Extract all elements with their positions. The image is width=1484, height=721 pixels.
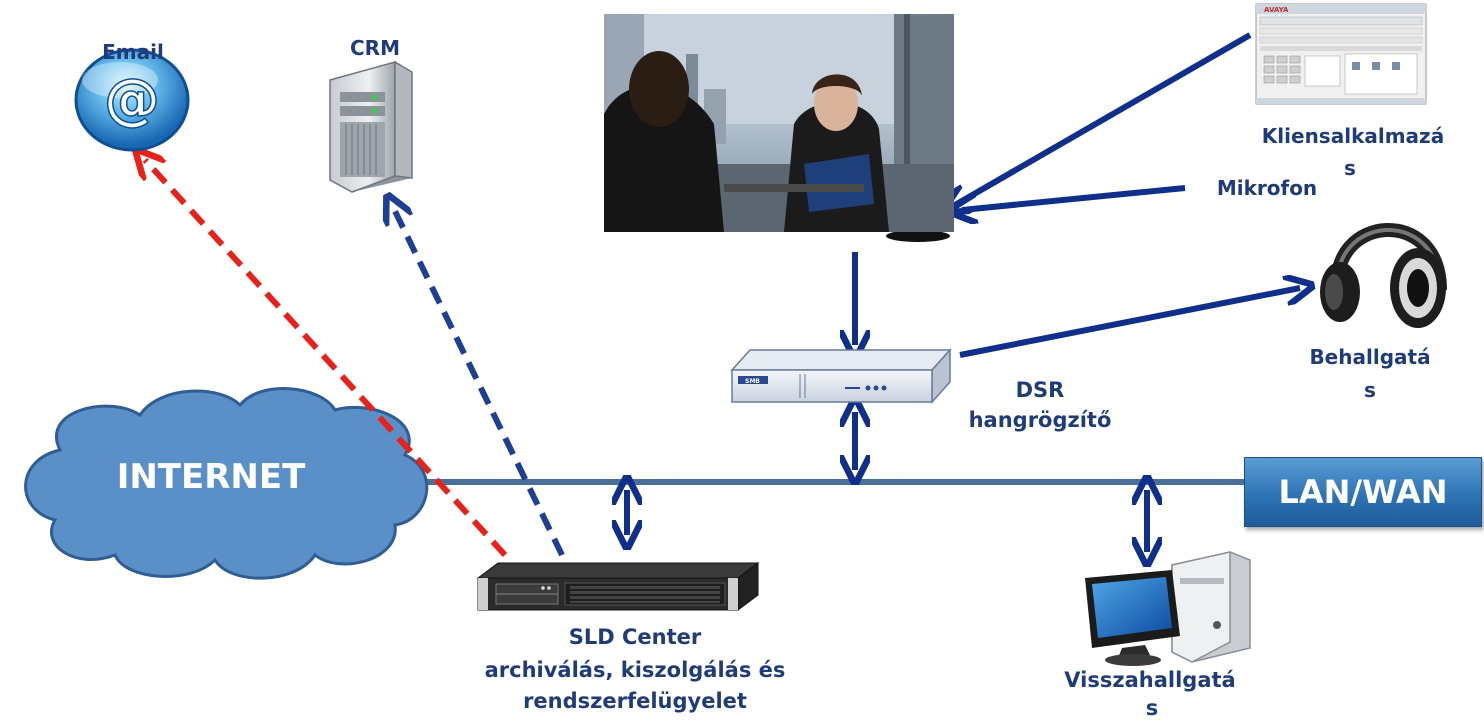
headphones-icon [1320, 222, 1447, 328]
lan-wan-box: LAN/WAN [1244, 457, 1482, 527]
monitoring-label-line2: s [1364, 378, 1376, 402]
sld-to-email-dashed-arrow [145, 160, 508, 558]
email-icon: @ [74, 48, 190, 152]
meeting-photo [604, 14, 954, 232]
sld-label-line1: SLD Center [568, 625, 702, 649]
client-app-arrow [955, 32, 1252, 205]
monitoring-label-line1: Behallgatá [1309, 345, 1431, 369]
dsr-device-icon: SMB [730, 348, 952, 404]
dsr-brand-text: SMB [745, 378, 760, 385]
email-label: Email [102, 40, 164, 64]
microphone-label: Mikrofon [1216, 176, 1318, 200]
client-app-label-line1: Kliensalkalmazá [1261, 124, 1445, 148]
sld-to-crm-dashed-arrow [393, 207, 565, 557]
playback-label-line2: s [1145, 696, 1159, 720]
client-app-label-line2: s [1344, 156, 1356, 180]
crm-label: CRM [350, 36, 400, 60]
client-app-screenshot: AVAYA [1255, 3, 1427, 105]
sld-center-server-icon [476, 562, 760, 611]
dsr-label-line1: DSR [1015, 378, 1065, 402]
playback-label-line1: Visszahallgatá [1064, 668, 1236, 692]
playback-pc-icon [1085, 551, 1251, 666]
sld-label-line3: rendszerfelügyelet [523, 689, 747, 713]
crm-server-icon [329, 60, 413, 193]
internet-cloud [24, 387, 429, 580]
app-brand-text: AVAYA [1264, 6, 1289, 14]
dsr-to-headphones-arrow [959, 288, 1300, 358]
lan-wan-label: LAN/WAN [1278, 473, 1448, 511]
internet-label: INTERNET [116, 457, 306, 497]
dsr-label-line2: hangrögzítő [968, 408, 1112, 432]
svg-text:@: @ [104, 67, 160, 132]
microphone-arrow [962, 185, 1186, 210]
sld-label-line2: archiválás, kiszolgálás és [484, 658, 786, 682]
